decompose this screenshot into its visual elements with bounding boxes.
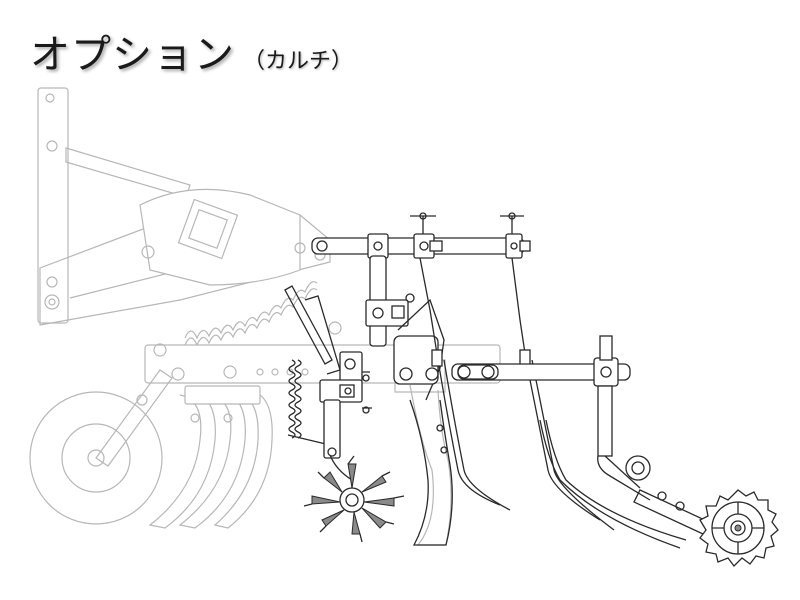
title-sub: （カルチ） [243, 49, 354, 74]
title-main: オプション [30, 32, 235, 78]
cultivator-attachment [284, 212, 779, 567]
base-machine-ghost [29, 87, 501, 546]
page-title: オプション （カルチ） [30, 22, 353, 80]
